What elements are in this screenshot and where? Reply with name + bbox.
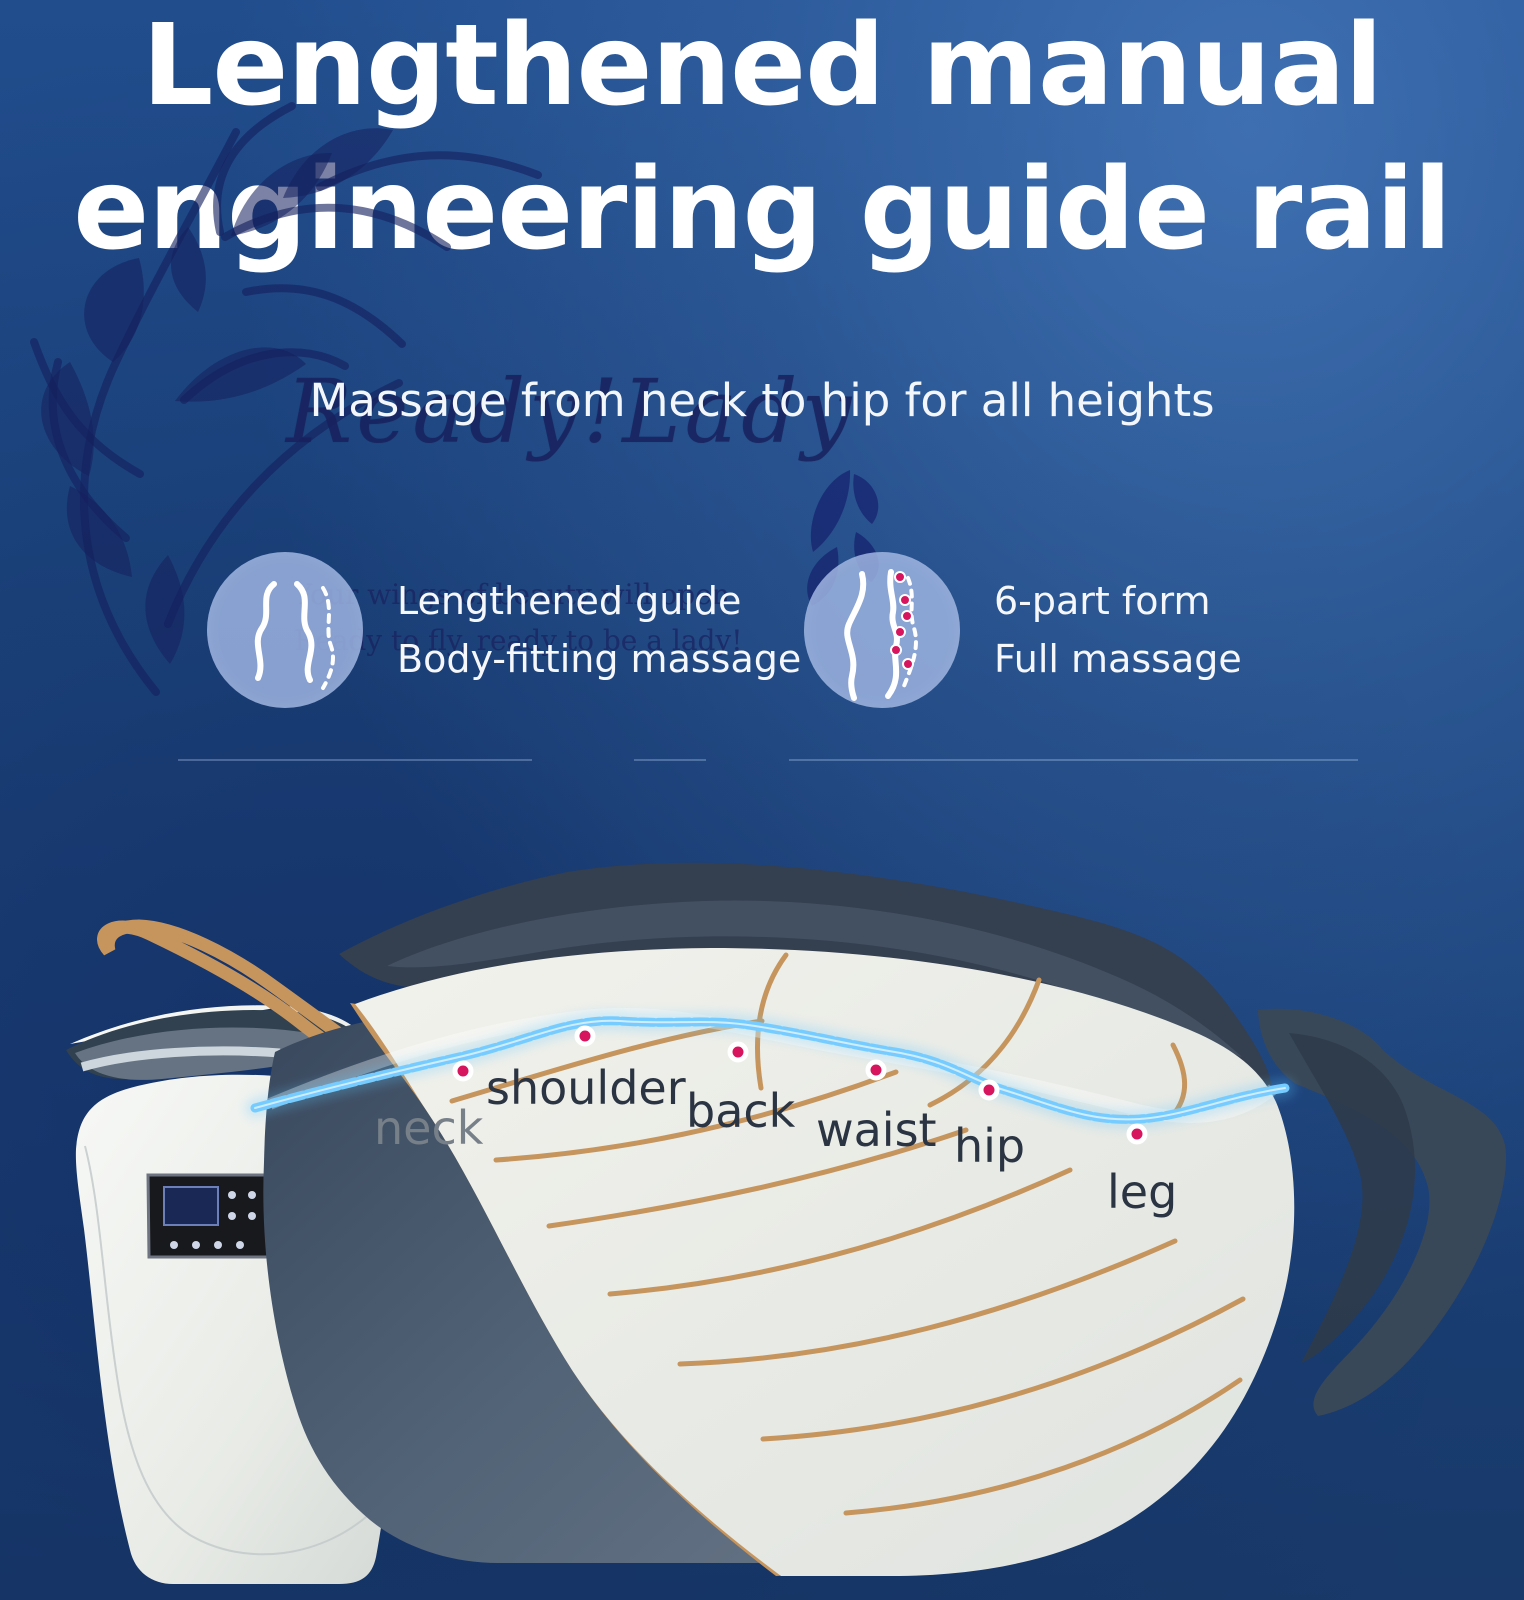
hip-point bbox=[978, 1079, 1000, 1101]
footrest bbox=[1258, 1008, 1507, 1416]
feature-2-line-2: Full massage bbox=[994, 637, 1242, 681]
subtitle: Massage from neck to hip for all heights bbox=[309, 374, 1215, 427]
feature-1-line-1: Lengthened guide bbox=[397, 579, 742, 623]
divider-line-right bbox=[789, 759, 1358, 761]
neck-point bbox=[452, 1060, 474, 1082]
divider-line-middle bbox=[634, 759, 706, 761]
feature-2-line-1: 6-part form bbox=[994, 579, 1211, 623]
point-label-back: back bbox=[686, 1084, 796, 1138]
point-label-leg: leg bbox=[1107, 1165, 1178, 1219]
waist-point bbox=[865, 1059, 887, 1081]
feature-lengthened-guide: Lengthened guide Body-fitting massage bbox=[207, 550, 801, 710]
point-label-shoulder: shoulder bbox=[486, 1061, 686, 1115]
divider-line-left bbox=[178, 759, 532, 761]
massage-chair-illustration: neck shoulder back waist hip leg bbox=[0, 860, 1524, 1600]
point-label-neck: neck bbox=[374, 1101, 484, 1155]
massage-points bbox=[452, 1025, 1148, 1145]
leg-point bbox=[1126, 1123, 1148, 1145]
feature-text-six-part-form: 6-part form Full massage bbox=[994, 572, 1242, 688]
body-points-icon bbox=[804, 552, 960, 708]
feature-text-lengthened-guide: Lengthened guide Body-fitting massage bbox=[397, 572, 801, 688]
massage-rail bbox=[245, 1010, 1295, 1130]
back-point bbox=[727, 1041, 749, 1063]
spine-icon bbox=[207, 552, 363, 708]
shoulder-point bbox=[574, 1025, 596, 1047]
feature-1-line-2: Body-fitting massage bbox=[397, 637, 802, 681]
point-label-hip: hip bbox=[954, 1119, 1026, 1173]
page-title-line-1: Lengthened manual bbox=[141, 1, 1383, 131]
page-title-line-2: engineering guide rail bbox=[73, 145, 1451, 275]
point-label-waist: waist bbox=[816, 1103, 937, 1157]
feature-six-part-form: 6-part form Full massage bbox=[804, 550, 1242, 710]
